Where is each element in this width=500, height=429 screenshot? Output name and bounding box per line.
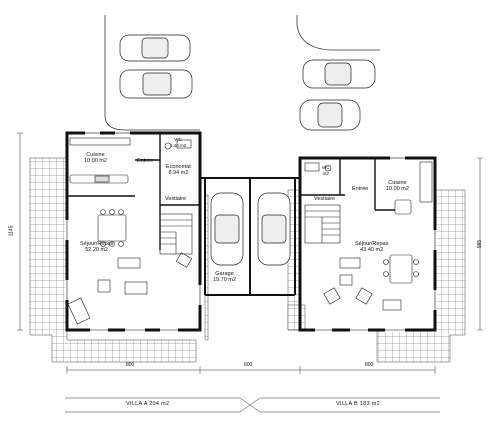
villa-a-walls [65, 131, 202, 332]
room-area: 8.94 m2 [168, 170, 189, 176]
room-name: Cuisine [86, 152, 105, 158]
room-area: 43.40 m2 [360, 247, 384, 253]
room-name: Séjour/Repas [355, 241, 389, 247]
dimension-width-b: 800 [365, 362, 374, 368]
villa-b-wc-label: WC m2 [322, 165, 330, 177]
room-area: m2 [322, 171, 329, 176]
dimension-width-a: 800 [126, 362, 135, 368]
room-area: 10.00 m2 [386, 186, 409, 192]
car-mid-left [119, 69, 193, 99]
summary-villa-b: VILLA B 183 m2 [336, 401, 380, 407]
room-area: 1.40 m2 [170, 143, 187, 148]
villa-a-interior-walls [67, 133, 200, 250]
dimension-right-height: 985 [477, 239, 484, 249]
car-mid-right [299, 99, 361, 131]
villa-b-window-marks [315, 157, 436, 331]
room-name: Vestiaire [165, 196, 187, 202]
villa-b-sejour-label: Séjour/Repas 43.40 m2 [355, 241, 388, 253]
villa-b-stair [304, 204, 341, 244]
room-name: WC [322, 165, 330, 170]
villa-b-cuisine-label: Cuisine 10.00 m2 [386, 180, 409, 192]
villa-a-wc-label: WC 1.40 m2 [170, 137, 186, 149]
garage-cars [210, 192, 291, 266]
summary-villa-a: VILLA A 204 m2 [126, 401, 170, 407]
villa-a-stair [159, 213, 193, 255]
villa-a-window-marks [66, 132, 201, 331]
room-name: WC [174, 137, 182, 142]
car-top-left [119, 34, 191, 62]
villa-b-entree-label: Entrée [352, 186, 368, 192]
garage-label: Garage 19.70 m2 [213, 271, 236, 283]
room-name: Vestiaire [314, 196, 336, 202]
parked-cars [119, 34, 376, 131]
driveway-lines [104, 15, 380, 131]
garage-walls [200, 177, 300, 296]
villa-b-furniture [304, 161, 433, 311]
car-top-right [302, 59, 376, 89]
room-name: Entrée [352, 186, 369, 192]
room-name: Garage [215, 271, 234, 277]
room-area: 52.20 m2 [85, 247, 109, 253]
room-name: Cuisine [388, 180, 407, 186]
room-name: Economat [166, 164, 191, 170]
room-area: 19.70 m2 [213, 277, 236, 283]
room-area: 10.00 m2 [84, 158, 107, 164]
dimension-left-height: 1145 [8, 225, 15, 237]
dimension-lines [17, 132, 483, 413]
dimension-width-mid: 600 [244, 362, 253, 368]
villa-a-economat-label: Economat 8.94 m2 [166, 164, 191, 176]
room-name: Entrée [137, 158, 154, 164]
villa-a-vestiaire-label: Vestiaire [165, 196, 186, 202]
villa-a-entree-label: Entrée [137, 158, 153, 164]
villa-a-sejour-label: Séjour/Repas 52.20 m2 [80, 241, 113, 253]
villa-b-vestiaire-label: Vestiaire [314, 196, 335, 202]
room-name: Séjour/Repas [80, 241, 114, 247]
villa-a-cuisine-label: Cuisine 10.00 m2 [84, 152, 107, 164]
villa-a-furniture [67, 137, 193, 325]
